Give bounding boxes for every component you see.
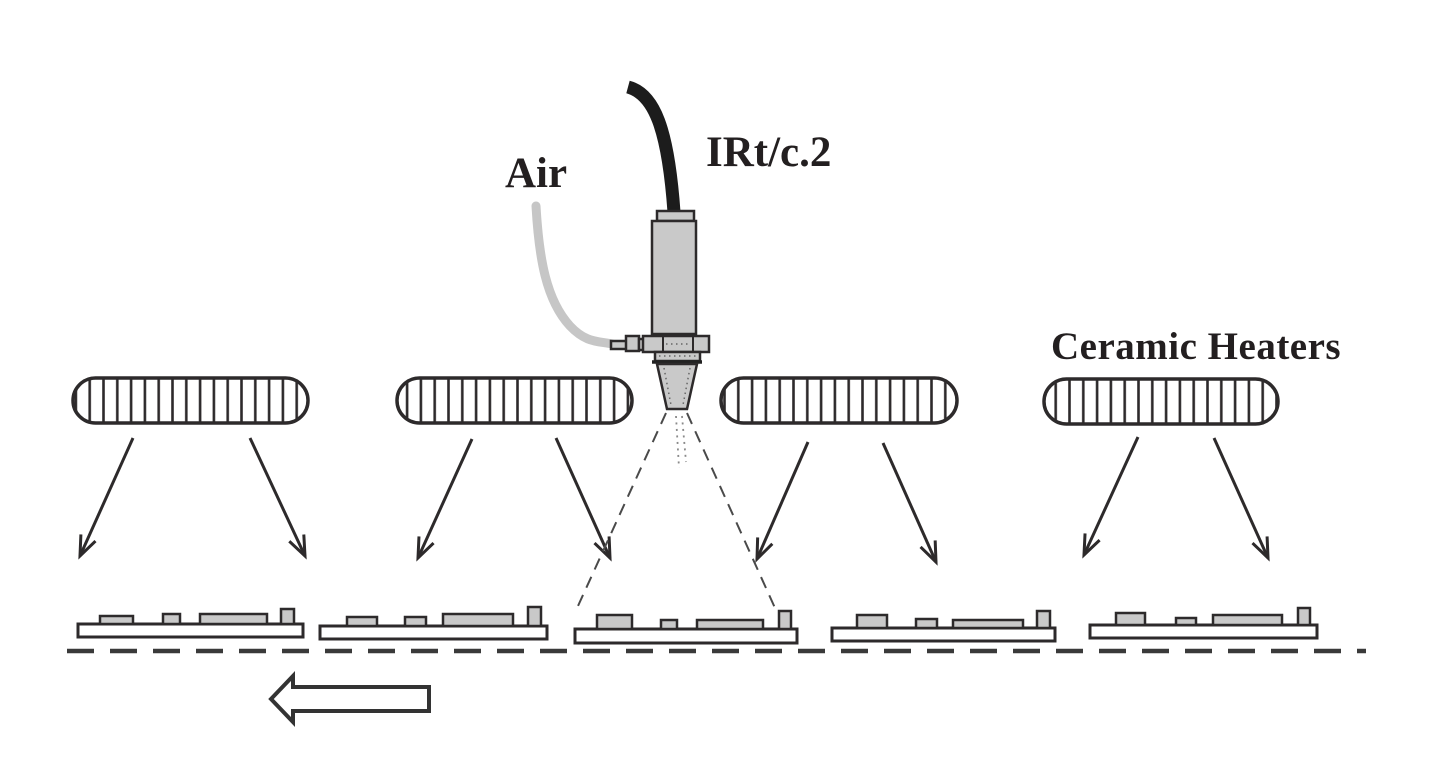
sensor-nozzle-cone bbox=[655, 362, 699, 411]
heat-arrow-icon bbox=[1212, 437, 1270, 562]
air-stream-dotted-line bbox=[681, 415, 687, 463]
sensor-field-of-view bbox=[577, 412, 776, 609]
heat-arrow-icon bbox=[416, 438, 474, 562]
sensor-top-cap bbox=[655, 209, 696, 223]
heat-arrow-icon bbox=[248, 437, 307, 560]
heat-arrow-icon bbox=[78, 437, 135, 560]
air-fitting-nut bbox=[624, 334, 641, 353]
circuit-board-2 bbox=[318, 605, 549, 641]
heat-arrow-icon bbox=[554, 437, 612, 562]
circuit-board-3 bbox=[573, 609, 799, 645]
ceramic-heater-4 bbox=[1042, 377, 1280, 426]
circuit-board-4 bbox=[830, 609, 1057, 643]
ceramic-heater-3 bbox=[719, 376, 959, 425]
heat-arrow-icon bbox=[755, 441, 810, 563]
ir-sensor-assembly bbox=[531, 80, 711, 411]
heat-arrow-icon bbox=[1082, 436, 1140, 559]
air-stream-dotted-line bbox=[675, 415, 680, 469]
heat-arrow-icon bbox=[881, 442, 938, 566]
conveyor-direction-arrow-icon bbox=[268, 671, 431, 727]
sensor-label: IRt/c.2 bbox=[706, 129, 832, 176]
air-supply-tube bbox=[531, 201, 617, 349]
ceramic-heater-1 bbox=[71, 376, 310, 425]
sensor-cable bbox=[625, 80, 681, 213]
circuit-board-1 bbox=[76, 607, 305, 639]
ceramic-heaters-label: Ceramic Heaters bbox=[1051, 325, 1342, 368]
ceramic-heater-2 bbox=[395, 376, 634, 425]
air-label: Air bbox=[505, 150, 568, 197]
circuit-board-5 bbox=[1088, 606, 1319, 640]
heat-arrows bbox=[78, 436, 1270, 566]
sensor-body bbox=[650, 219, 698, 336]
sensor-sub-collar bbox=[653, 350, 702, 363]
air-fitting-rod bbox=[609, 339, 629, 351]
